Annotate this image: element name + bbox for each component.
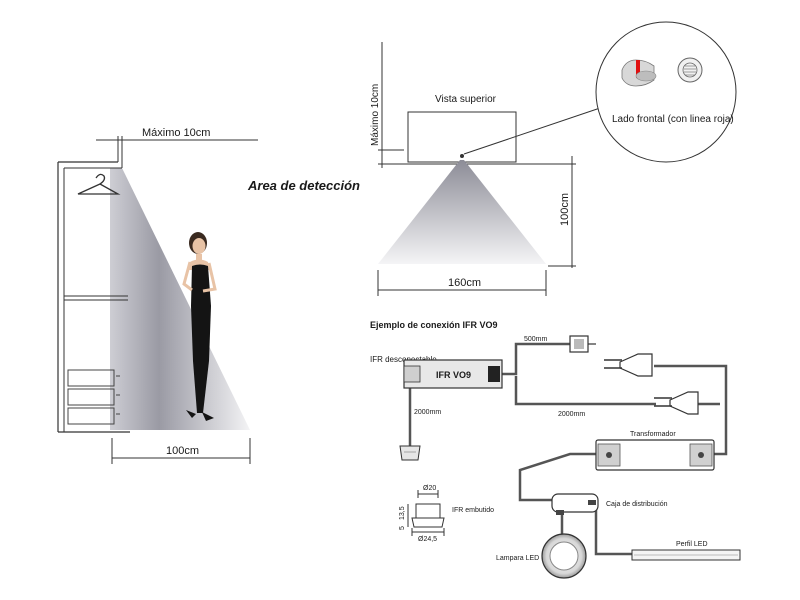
sensor-side-icon bbox=[621, 59, 657, 87]
detection-cone-top bbox=[378, 160, 546, 264]
wires bbox=[408, 342, 728, 556]
cable-2000-left-label: 2000mm bbox=[414, 409, 441, 416]
transformer-label: Transformador bbox=[630, 431, 676, 438]
led-profile-icon bbox=[631, 549, 741, 561]
cable-500-label: 500mm bbox=[524, 336, 548, 343]
dim-diameter-top: Ø20 bbox=[423, 485, 436, 492]
transformer bbox=[595, 439, 715, 471]
dim-diameter-bottom: Ø24,5 bbox=[418, 536, 437, 543]
embedded-sensor-drawing bbox=[407, 490, 445, 536]
dim-height-b: 5 bbox=[399, 526, 406, 530]
cabinet-outline-top bbox=[407, 111, 517, 163]
led-lamp-icon bbox=[541, 533, 587, 579]
wardrobe-side-view: Máximo 10cm Area de detección 100cm bbox=[57, 127, 360, 464]
sensor-detail-circle bbox=[595, 21, 737, 163]
top-view: Máximo 10cm Vista superior 100cm 160cm bbox=[370, 21, 737, 296]
connection-diagram: Ejemplo de conexión IFR VO9 IFR desconec… bbox=[370, 320, 741, 579]
sensor-front-icon bbox=[677, 57, 703, 83]
power-plug-icon bbox=[654, 391, 699, 415]
power-plug-icon bbox=[604, 353, 653, 377]
distribution-box bbox=[551, 493, 599, 515]
distribution-box-label: Caja de distribución bbox=[606, 501, 668, 508]
ifr-vo9-unit: IFR VO9 bbox=[403, 359, 503, 389]
front-side-label: Lado frontal (con linea roja) bbox=[612, 114, 734, 125]
drawers bbox=[67, 369, 120, 425]
sensor-head-icon bbox=[399, 445, 421, 461]
detection-width-label: 100cm bbox=[166, 445, 199, 457]
max-distance-label: Máximo 10cm bbox=[142, 127, 210, 139]
top-view-depth-label: 100cm bbox=[559, 193, 571, 226]
top-view-title: Vista superior bbox=[435, 94, 497, 105]
dim-height-a: 13,5 bbox=[399, 506, 406, 520]
cable-2000-top-label: 2000mm bbox=[558, 411, 585, 418]
power-socket-icon bbox=[569, 335, 596, 353]
device-name-label: IFR VO9 bbox=[436, 370, 471, 380]
top-view-width-label: 160cm bbox=[448, 277, 481, 289]
embedded-sensor-label: IFR embutido bbox=[452, 507, 494, 514]
top-view-max-label: Máximo 10cm bbox=[370, 84, 381, 146]
woman-figure bbox=[182, 232, 217, 421]
detection-area-title: Area de detección bbox=[247, 178, 360, 193]
detection-cone-side bbox=[110, 168, 250, 430]
connection-title: Ejemplo de conexión IFR VO9 bbox=[370, 320, 498, 330]
led-profile-label: Perfil LED bbox=[676, 541, 708, 548]
led-lamp-label: Lampara LED bbox=[496, 555, 539, 562]
hanger-icon bbox=[77, 173, 121, 195]
